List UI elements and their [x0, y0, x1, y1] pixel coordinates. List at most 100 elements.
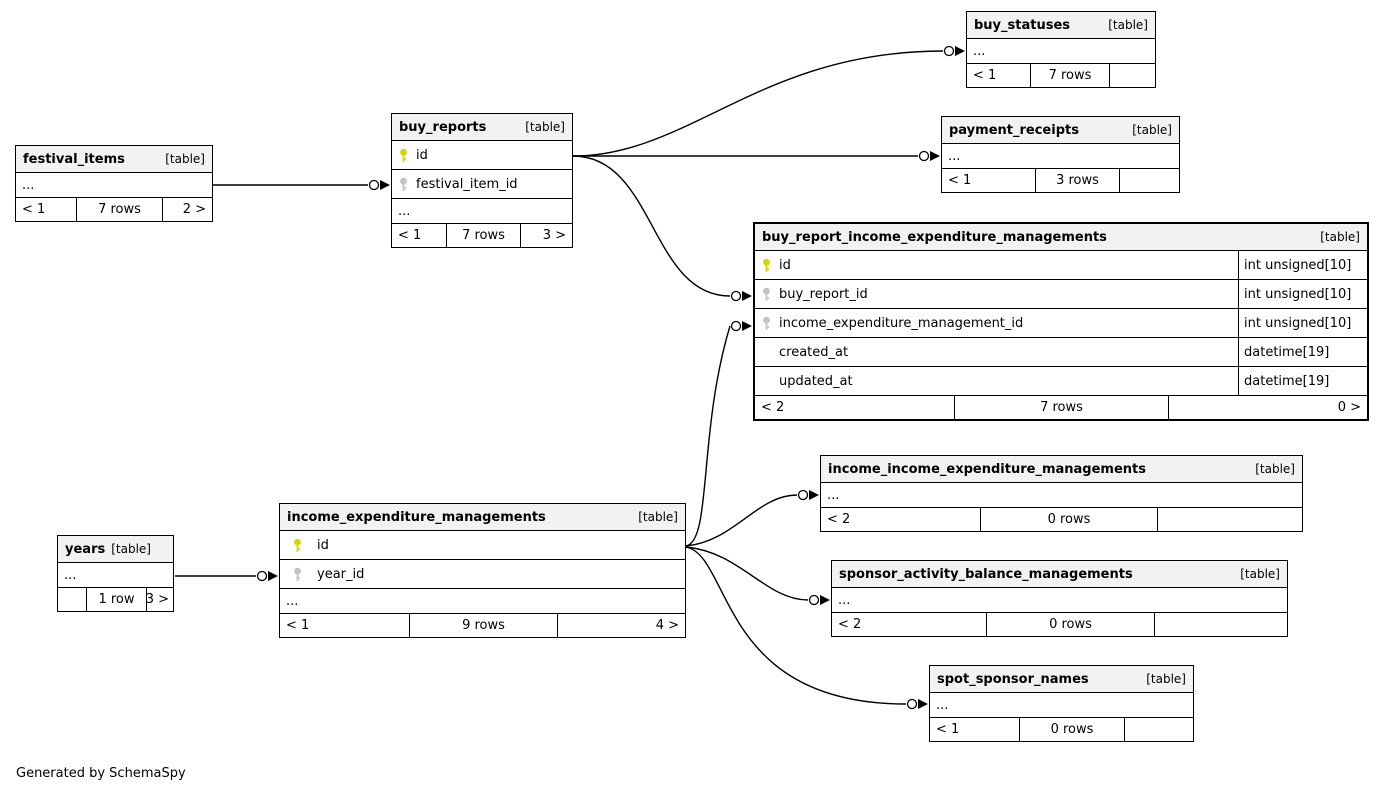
table-income-expenditure-managements[interactable]: income_expenditure_managements [table] i… [279, 503, 686, 638]
footer-row-count: 7 rows [76, 198, 162, 221]
table-tag: [table] [1255, 462, 1295, 476]
table-header: buy_report_income_expenditure_management… [755, 224, 1367, 251]
table-sponsor-activity-balance-managements[interactable]: sponsor_activity_balance_managements [ta… [831, 560, 1288, 637]
foreign-key-icon [763, 287, 770, 301]
table-tag: [table] [111, 542, 151, 556]
table-title[interactable]: buy_report_income_expenditure_management… [762, 229, 1107, 245]
footer-parent-count: < 2 [827, 512, 851, 527]
primary-key-icon [400, 148, 407, 162]
table-tag: [table] [638, 510, 678, 524]
footer-child-count [1124, 718, 1193, 741]
table-header: buy_statuses [table] [967, 12, 1155, 39]
footer-row-count: 0 rows [980, 508, 1157, 531]
table-income-income-expenditure-managements[interactable]: income_income_expenditure_managements [t… [820, 455, 1303, 532]
table-tag: [table] [1320, 230, 1360, 244]
table-header: spot_sponsor_names [table] [930, 666, 1193, 693]
table-header: festival_items [table] [16, 146, 212, 173]
table-title[interactable]: festival_items [23, 151, 125, 167]
edge-iem-to-spot-sponsor-names [685, 546, 907, 705]
footer-row-count: 1 row [86, 588, 146, 611]
table-spot-sponsor-names[interactable]: spot_sponsor_names [table] ... < 1 0 row… [929, 665, 1194, 742]
hidden-columns-ellipsis: ... [942, 144, 1179, 169]
footer-row-count: 7 rows [954, 396, 1168, 419]
column-name: created_at [779, 344, 849, 360]
footer-parent-count: < 1 [948, 173, 972, 188]
column-type: datetime[19] [1238, 367, 1367, 395]
footer-child-count [1154, 613, 1287, 636]
table-footer: < 2 7 rows 0 > [755, 396, 1367, 419]
table-title[interactable]: buy_statuses [974, 17, 1071, 33]
table-buy-reports[interactable]: buy_reports [table] id festival_item_id … [391, 113, 573, 248]
table-footer: < 1 7 rows 2 > [16, 198, 212, 221]
column-row: year_id [280, 560, 685, 589]
table-buy-report-income-expenditure-managements[interactable]: buy_report_income_expenditure_management… [753, 222, 1369, 421]
hidden-columns-ellipsis: ... [58, 563, 173, 588]
footer-child-count [1157, 508, 1302, 531]
footer-parent-count: < 1 [286, 618, 310, 633]
table-header: sponsor_activity_balance_managements [ta… [832, 561, 1287, 588]
footer-row-count: 0 rows [986, 613, 1154, 636]
column-name: id [779, 257, 791, 273]
column-type: int unsigned[10] [1238, 309, 1367, 337]
edge-buy-reports-to-buy-report-iem [572, 155, 731, 297]
table-title[interactable]: buy_reports [399, 119, 487, 135]
hidden-columns-ellipsis: ... [16, 173, 212, 198]
hidden-columns-ellipsis: ... [930, 693, 1193, 718]
table-title[interactable]: years [65, 541, 106, 557]
table-footer: < 1 3 rows [942, 169, 1179, 192]
table-tag: [table] [165, 152, 205, 166]
footer-parent-count: < 1 [22, 202, 46, 217]
column-row: id [280, 531, 685, 560]
table-years[interactable]: years [table] ... 1 row 3 > [57, 535, 174, 612]
edge-iem-to-sponsor-activity [685, 546, 809, 601]
table-header: buy_reports [table] [392, 114, 572, 141]
edge-buy-reports-to-buy-statuses [572, 50, 944, 157]
table-buy-statuses[interactable]: buy_statuses [table] ... < 1 7 rows [966, 11, 1156, 88]
footer-row-count: 7 rows [1030, 64, 1109, 87]
table-title[interactable]: income_expenditure_managements [287, 509, 546, 525]
table-footer: 1 row 3 > [58, 588, 173, 611]
table-title[interactable]: sponsor_activity_balance_managements [839, 566, 1133, 582]
column-type: datetime[19] [1238, 338, 1367, 366]
primary-key-icon [763, 258, 770, 272]
table-header: income_expenditure_managements [table] [280, 504, 685, 531]
footer-row-count: 0 rows [1019, 718, 1124, 741]
table-payment-receipts[interactable]: payment_receipts [table] ... < 1 3 rows [941, 116, 1180, 193]
table-header: income_income_expenditure_managements [t… [821, 456, 1302, 483]
table-title[interactable]: income_income_expenditure_managements [828, 461, 1146, 477]
primary-key-icon [294, 538, 301, 552]
table-footer: < 1 7 rows [967, 64, 1155, 87]
table-festival-items[interactable]: festival_items [table] ... < 1 7 rows 2 … [15, 145, 213, 222]
edge-end-markers [256, 45, 965, 710]
column-name: id [416, 147, 428, 163]
table-title[interactable]: spot_sponsor_names [937, 671, 1089, 687]
footer-parent-count: < 1 [973, 68, 997, 83]
table-tag: [table] [525, 120, 565, 134]
table-footer: < 1 0 rows [930, 718, 1193, 741]
footer-row-count: 7 rows [446, 224, 520, 247]
column-type: int unsigned[10] [1238, 251, 1367, 279]
footer-parent-count [58, 588, 86, 611]
footer-child-count [1119, 169, 1179, 192]
column-row: festival_item_id [392, 170, 572, 199]
hidden-columns-ellipsis: ... [821, 483, 1302, 508]
footer-child-count: 3 > [520, 224, 572, 247]
hidden-columns-ellipsis: ... [832, 588, 1287, 613]
foreign-key-icon [400, 177, 407, 191]
footer-parent-count: < 1 [398, 228, 422, 243]
table-title[interactable]: payment_receipts [949, 122, 1079, 138]
column-row: buy_report_id int unsigned[10] [755, 280, 1367, 309]
column-name: festival_item_id [416, 176, 518, 192]
table-tag: [table] [1108, 18, 1148, 32]
column-name: id [317, 537, 329, 553]
footer-row-count: 9 rows [409, 614, 557, 637]
table-tag: [table] [1132, 123, 1172, 137]
foreign-key-icon [294, 567, 301, 581]
column-row: id [392, 141, 572, 170]
footer-parent-count: < 2 [838, 617, 862, 632]
column-row: updated_at datetime[19] [755, 367, 1367, 396]
foreign-key-icon [763, 316, 770, 330]
table-header: payment_receipts [table] [942, 117, 1179, 144]
